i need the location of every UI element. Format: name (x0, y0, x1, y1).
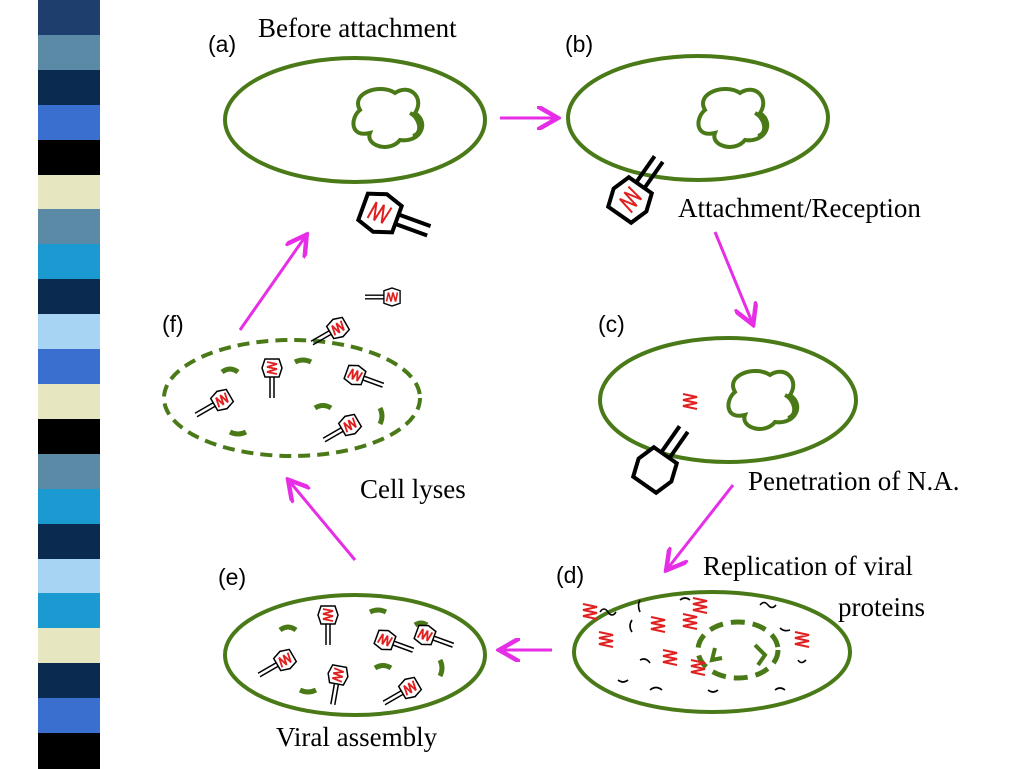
arrow-f-to-a (238, 237, 305, 331)
cell-c (598, 336, 858, 496)
stripe-band (38, 558, 100, 595)
cell-c-membrane (598, 336, 858, 464)
cell-b-membrane (566, 54, 830, 182)
label-c: (c) (598, 311, 625, 337)
arrow-c-to-d (668, 484, 735, 568)
stripe-band (38, 698, 100, 735)
caption-cell-lyses: Cell lyses (360, 474, 466, 504)
arrow-b-to-c (713, 231, 752, 322)
cell-b-chromosome (696, 87, 770, 149)
degraded-chromosome (695, 619, 781, 681)
caption-replication-line1: Replication of viral (703, 551, 913, 581)
caption-before-attachment: Before attachment (258, 13, 457, 43)
cell-e-debris (278, 607, 445, 695)
stripe-band (38, 69, 100, 106)
caption-penetration: Penetration of N.A. (748, 466, 959, 496)
injected-dna (682, 393, 698, 410)
free-phage (355, 191, 432, 238)
stripe-band (38, 34, 100, 71)
stripe-band (38, 418, 100, 455)
arrow-e-to-f (290, 482, 357, 561)
stripe-band (38, 279, 100, 316)
cell-e-membrane (223, 593, 487, 717)
stripe-band (38, 733, 100, 769)
caption-attachment-reception: Attachment/Reception (678, 193, 921, 223)
cell-f-debris (220, 357, 385, 437)
escaping-phage (364, 287, 401, 307)
stripe-band (38, 314, 100, 351)
stripe-band (38, 384, 100, 420)
decorative-stripe (0, 0, 120, 769)
stripe-band (38, 663, 100, 700)
stripe-band (38, 174, 100, 211)
released-phages-f (190, 313, 388, 450)
cell-a (223, 56, 487, 184)
cell-d-membrane (572, 590, 852, 714)
stripe-band (38, 349, 100, 385)
stripe-band (38, 593, 100, 630)
cell-f-lysing-membrane (162, 338, 422, 458)
cell-e (223, 593, 487, 717)
stripe-band (38, 523, 100, 560)
cell-a-chromosome (351, 87, 425, 149)
phage-attaching (605, 155, 665, 226)
stripe-band (38, 0, 100, 36)
label-e: (e) (218, 564, 246, 590)
label-b: (b) (565, 31, 593, 57)
viral-nucleic-acids (599, 597, 807, 693)
stripe-band (38, 628, 100, 665)
cell-c-chromosome (726, 369, 800, 431)
stripe-band (38, 209, 100, 246)
stripe-band (38, 139, 100, 176)
cell-b (566, 54, 830, 226)
label-d: (d) (556, 562, 584, 588)
cell-f (162, 313, 422, 458)
cell-d (572, 590, 852, 714)
label-a: (a) (208, 31, 236, 57)
stripe-band (38, 453, 100, 490)
stripe-band (38, 488, 100, 525)
label-f: (f) (162, 311, 184, 337)
phage-empty-shell (630, 425, 690, 496)
stripe-band (38, 244, 100, 281)
cell-a-membrane (223, 56, 487, 184)
stripe-band (38, 104, 100, 141)
caption-replication-line2: proteins (838, 592, 925, 622)
caption-viral-assembly: Viral assembly (276, 722, 438, 752)
cycle-arrows (238, 118, 752, 650)
